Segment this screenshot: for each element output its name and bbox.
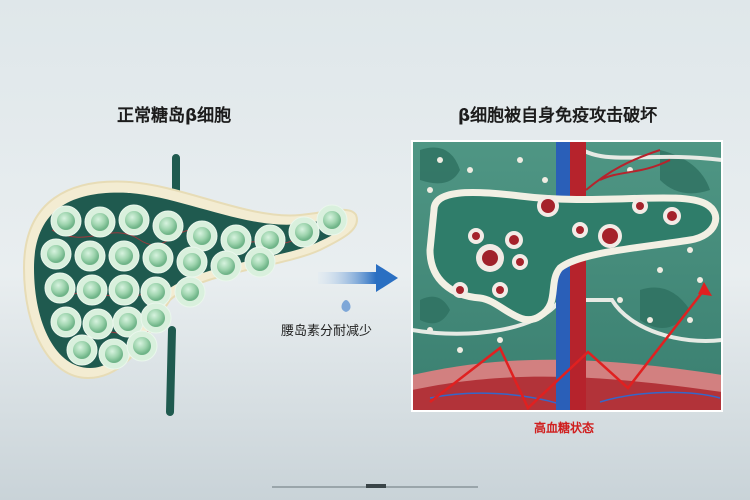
damaged-cell — [468, 228, 484, 244]
beta-cell — [40, 238, 72, 270]
tissue-dot — [457, 347, 463, 353]
hyperglycemia-label: 高血糖状态 — [534, 421, 595, 435]
beta-cell — [288, 216, 320, 248]
beta-cell — [220, 224, 252, 256]
beta-cell — [140, 276, 172, 308]
beta-cell — [186, 220, 218, 252]
tissue-dot — [497, 337, 503, 343]
beta-cell — [82, 308, 114, 340]
beta-cell — [84, 206, 116, 238]
tissue-dot — [542, 177, 548, 183]
beta-cell — [118, 204, 150, 236]
beta-cell — [50, 306, 82, 338]
beta-cell — [74, 240, 106, 272]
beta-cell — [152, 210, 184, 242]
damaged-cell — [505, 231, 523, 249]
damaged-cell — [492, 282, 508, 298]
drop-icon — [341, 300, 351, 312]
damaged-cell — [663, 207, 681, 225]
tissue-dot — [437, 157, 443, 163]
damaged-cell — [537, 195, 559, 217]
insulin-decrease-caption: 腰岛素分耐减少 — [281, 324, 373, 339]
damaged-cells — [452, 195, 681, 298]
beta-cell — [176, 246, 208, 278]
beta-cell — [44, 272, 76, 304]
beta-cell — [316, 204, 348, 236]
destroyed-tissue-panel — [412, 141, 722, 411]
destroyed-cells-title: β细胞被自身免疫攻击破坏 — [458, 106, 658, 126]
normal-pancreas — [22, 180, 358, 380]
beta-cell — [126, 330, 158, 362]
damaged-cell — [632, 198, 648, 214]
transition-arrow — [318, 264, 398, 292]
tissue-dot — [647, 317, 653, 323]
damaged-cell — [452, 282, 468, 298]
tissue-dot — [687, 317, 693, 323]
beta-cell — [210, 250, 242, 282]
beta-cell — [66, 334, 98, 366]
damaged-cell — [512, 254, 528, 270]
glucose-trend-line — [429, 289, 705, 411]
tissue-dot — [517, 157, 523, 163]
beta-cell — [50, 205, 82, 237]
lesion-large — [476, 244, 504, 272]
tissue-dot — [687, 247, 693, 253]
scroll-thumb[interactable] — [366, 484, 386, 488]
tissue-dot — [657, 267, 663, 273]
damaged-cell — [572, 222, 588, 238]
beta-cell — [108, 274, 140, 306]
beta-cell — [108, 240, 140, 272]
tissue-dot — [617, 297, 623, 303]
tissue-dot — [427, 187, 433, 193]
beta-cells — [40, 204, 348, 370]
tissue-dot — [697, 277, 703, 283]
beta-cell — [76, 274, 108, 306]
damaged-cell — [598, 224, 622, 248]
beta-cell — [112, 306, 144, 338]
beta-cell — [142, 242, 174, 274]
beta-cell — [174, 276, 206, 308]
normal-cells-title: 正常糖岛β细胞 — [117, 106, 232, 126]
tissue-dot — [467, 167, 473, 173]
beta-cell — [98, 338, 130, 370]
beta-cell — [140, 302, 172, 334]
beta-cell — [244, 246, 276, 278]
